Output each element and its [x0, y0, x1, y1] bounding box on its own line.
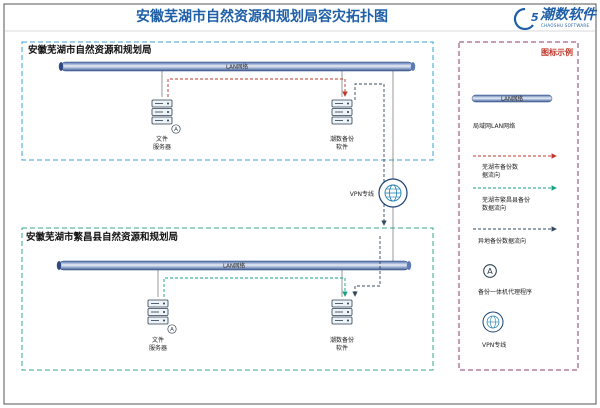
flow-top-red [167, 78, 348, 97]
legend-agent: 备份一体机代理程序 [478, 263, 532, 296]
flow-offsite-bottom [352, 236, 381, 297]
file-server-bottom: 文件 服务器 [147, 299, 177, 352]
legend-border [458, 41, 579, 371]
backup-server-bottom: 潮数备份 软件 [330, 299, 354, 352]
legend-item-red-2: 据流向 [482, 171, 500, 179]
legend-offsite-flow: 异地备份数据流向 [473, 226, 557, 245]
legend-item-lan: 局域网LAN网络 [473, 122, 515, 130]
lan-bottom-label: LAN网络 [223, 262, 246, 270]
legend-item-offsite: 异地备份数据流向 [478, 237, 526, 245]
lan-pipe-top: LAN网络 [58, 61, 416, 72]
zone-bottom-title: 安徽芜湖市繁昌县自然资源和规划局 [26, 231, 178, 243]
backup-top-label-2: 软件 [336, 143, 348, 151]
legend-red-flow: 芜湖市备份数 据流向 [473, 153, 557, 179]
outer-frame [3, 3, 597, 405]
logo-mark-icon [513, 7, 534, 31]
agent-badge-icon [482, 263, 498, 279]
legend-item-vpn: VPN专线 [482, 341, 506, 349]
lan-top-label: LAN网络 [226, 63, 249, 71]
backup-bottom-label-1: 潮数备份 [330, 336, 354, 344]
zone-bottom-border [21, 227, 434, 371]
file-server-bottom-label-1: 文件 [152, 336, 164, 344]
zone-top-title: 安徽芜湖市自然资源和规划局 [28, 44, 152, 56]
file-server-bottom-label-2: 服务器 [149, 344, 167, 352]
company-logo: 5 潮数软件 CHAOSHU SOFTWARE [513, 6, 598, 31]
legend-green-flow: 芜湖市繁昌县备份 数据流向 [473, 185, 557, 212]
backup-server-top: 潮数备份 软件 [330, 99, 354, 151]
legend-vpn: VPN专线 [482, 311, 506, 349]
vpn-globe-icon [378, 178, 408, 208]
flow-offsite-top [354, 83, 387, 226]
legend-item-green-1: 芜湖市繁昌县备份 [482, 196, 530, 204]
file-server-top-label-1: 文件 [156, 135, 168, 143]
vpn-label: VPN专线 [350, 190, 374, 198]
legend-globe-icon [482, 311, 504, 333]
legend-lan: LAN网络 局域网LAN网络 [471, 95, 553, 130]
logo-text: 潮数软件 [540, 6, 598, 23]
flow-bottom-green [163, 277, 348, 297]
legend-item-agent: 备份一体机代理程序 [478, 288, 532, 296]
logo-subtext: CHAOSHU SOFTWARE [541, 23, 589, 28]
backup-bottom-label-2: 软件 [336, 344, 348, 352]
logo-mark-digit: 5 [531, 11, 539, 24]
legend-title: 图标示例 [541, 47, 573, 57]
file-server-top: 文件 服务器 [151, 99, 181, 151]
legend-item-red-1: 芜湖市备份数 [482, 163, 518, 171]
zone-top-border [21, 41, 434, 161]
lan-pipe-bottom: LAN网络 [56, 260, 412, 271]
legend-lan-pipe-label: LAN网络 [501, 95, 524, 103]
file-server-top-label-2: 服务器 [153, 143, 171, 151]
page-title: 安徽芜湖市自然资源和规划局容灾拓扑图 [136, 8, 388, 25]
legend-item-green-2: 数据流向 [482, 204, 506, 212]
backup-top-label-1: 潮数备份 [330, 135, 354, 143]
